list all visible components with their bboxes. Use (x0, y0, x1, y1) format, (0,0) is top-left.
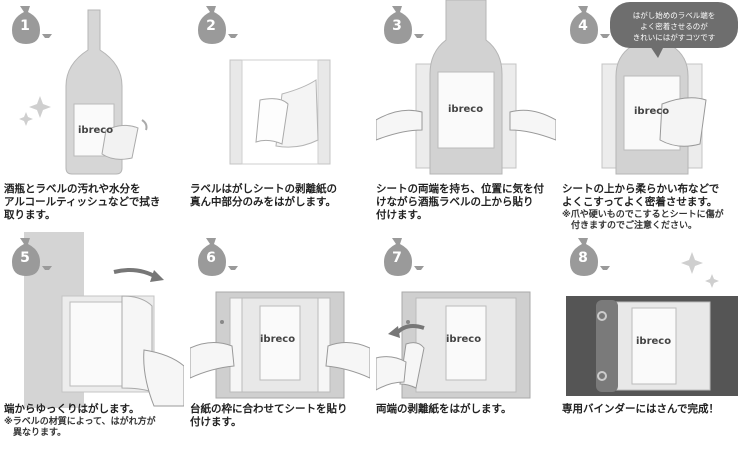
step-badge: 3 (380, 4, 424, 46)
step-badge: 7 (380, 236, 424, 278)
step-number: 7 (392, 250, 402, 266)
ibreco-logo: ibreco (448, 104, 484, 115)
step-note: ※爪や硬いものでこするとシートに傷が 付きますのでご注意ください。 (562, 210, 724, 231)
step-caption: シートの上から柔らかい布などで よくこすってよく密着させます。 (562, 183, 720, 208)
step-1-illustration: ibreco (4, 0, 184, 176)
step-caption: 両端の剥離紙をはがします。 (376, 403, 512, 415)
step-number: 8 (578, 250, 588, 266)
step-caption: 端からゆっくりはがします。 (4, 403, 140, 415)
step-3-illustration: ibreco (376, 0, 556, 176)
step-badge: 5 (8, 236, 52, 278)
ibreco-logo: ibreco (634, 106, 670, 117)
tip-bubble: はがし始めのラベル端を よく密着させるのが きれいにはがすコツです (610, 2, 738, 58)
step-8-illustration: ibreco (562, 232, 742, 408)
ibreco-logo: ibreco (446, 334, 482, 345)
step-number: 1 (20, 18, 30, 34)
ibreco-logo: ibreco (636, 336, 672, 347)
tip-text: はがし始めのラベル端を よく密着させるのが きれいにはがすコツです (632, 11, 716, 42)
ibreco-logo: ibreco (260, 334, 296, 345)
step-number: 5 (20, 250, 30, 266)
step-badge: 6 (194, 236, 238, 278)
step-caption: ラベルはがしシートの剥離紙の 真ん中部分のみをはがします。 (190, 183, 337, 208)
step-number: 2 (206, 18, 216, 34)
step-caption: 酒瓶とラベルの汚れや水分を アルコールティッシュなどで拭き 取ります。 (4, 183, 161, 221)
step-caption: シートの両端を持ち、位置に気を付 けながら酒瓶ラベルの上から貼り 付けます。 (376, 183, 544, 221)
step-badge: 1 (8, 4, 52, 46)
step-number: 6 (206, 250, 216, 266)
step-7-illustration: ibreco (376, 232, 556, 408)
step-note: ※ラベルの材質によって、はがれ方が 異なります。 (4, 417, 156, 438)
step-2-illustration (190, 0, 370, 176)
step-caption: 専用バインダーにはさんで完成！ (562, 403, 719, 415)
step-number: 4 (578, 18, 588, 34)
step-caption: 台紙の枠に合わせてシートを貼り 付けます。 (190, 403, 348, 428)
step-4-illustration: ibreco (562, 0, 742, 176)
step-6-illustration: ibreco (190, 232, 370, 408)
step-badge: 2 (194, 4, 238, 46)
step-number: 3 (392, 18, 402, 34)
step-badge: 4 (566, 4, 610, 46)
ibreco-logo: ibreco (78, 125, 114, 136)
step-5-illustration (4, 232, 184, 408)
step-badge: 8 (566, 236, 610, 278)
